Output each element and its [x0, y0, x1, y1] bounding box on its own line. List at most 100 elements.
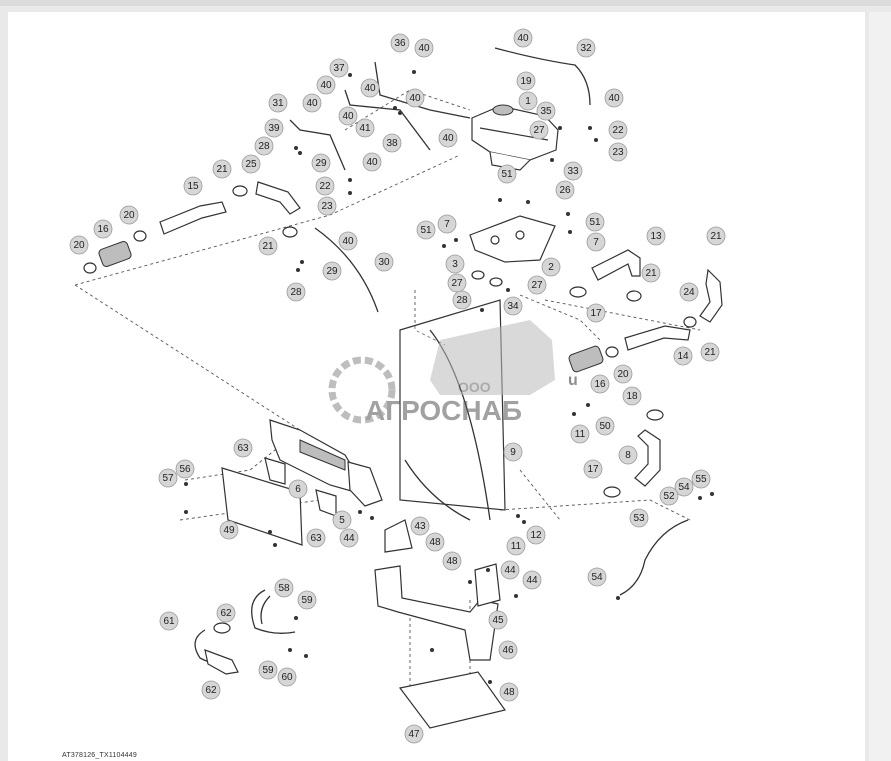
callout-number: 22 — [612, 125, 624, 136]
callout-59: 59 — [258, 660, 278, 680]
callout-11: 11 — [506, 536, 526, 556]
callout-bubble — [437, 214, 457, 234]
callout-bubble — [503, 442, 523, 462]
callout-number: 56 — [179, 464, 191, 475]
right-hoses — [568, 249, 723, 596]
callout-bubble — [673, 346, 693, 366]
callout-22: 22 — [608, 120, 628, 140]
callout-number: 2 — [548, 262, 554, 273]
callout-22: 22 — [315, 176, 335, 196]
fasteners — [184, 70, 714, 684]
callout-50: 50 — [595, 416, 615, 436]
callout-bubble — [119, 205, 139, 225]
callout-number: 53 — [633, 513, 645, 524]
callout-11: 11 — [570, 424, 590, 444]
callout-bubble — [374, 252, 394, 272]
callout-3: 3 — [445, 254, 465, 274]
callout-bubble — [425, 532, 445, 552]
callout-41: 41 — [355, 118, 375, 138]
callout-number: 34 — [507, 301, 519, 312]
callout-number: 1 — [525, 96, 531, 107]
callout-bubble — [201, 680, 221, 700]
callout-7: 7 — [437, 214, 457, 234]
scrollbar[interactable] — [869, 12, 891, 761]
callout-number: 21 — [216, 164, 228, 175]
callout-number: 33 — [567, 166, 579, 177]
air-guide — [221, 419, 413, 553]
callout-bubble — [586, 232, 606, 252]
left-hoses — [83, 181, 301, 274]
callout-bubble — [414, 38, 434, 58]
callout-bubble — [268, 93, 288, 113]
top-bar — [0, 0, 891, 6]
callout-number: 40 — [320, 80, 332, 91]
callout-21: 21 — [212, 159, 232, 179]
callout-bubble — [618, 445, 638, 465]
callout-28: 28 — [254, 136, 274, 156]
callout-bubble — [277, 667, 297, 687]
callout-number: 63 — [237, 443, 249, 454]
watermark-brand: АГРОСНАБ — [365, 395, 522, 426]
callout-21: 21 — [641, 263, 661, 283]
callout-40: 40 — [338, 231, 358, 251]
callout-number: 46 — [502, 645, 514, 656]
callout-32: 32 — [576, 38, 596, 58]
callout-59: 59 — [297, 590, 317, 610]
callout-bubble — [706, 226, 726, 246]
callout-number: 9 — [510, 447, 516, 458]
callout-number: 44 — [504, 565, 516, 576]
callout-number: 41 — [359, 123, 371, 134]
lower-frame — [374, 563, 507, 729]
callout-46: 46 — [498, 640, 518, 660]
callout-40: 40 — [414, 38, 434, 58]
callout-35: 35 — [536, 101, 556, 121]
callout-1: 1 — [518, 91, 538, 111]
callout-bubble — [608, 142, 628, 162]
callout-number: 27 — [451, 278, 463, 289]
callout-bubble — [158, 468, 178, 488]
callout-54: 54 — [674, 477, 694, 497]
callout-bubble — [529, 120, 549, 140]
callout-40: 40 — [338, 106, 358, 126]
callout-33: 33 — [563, 161, 583, 181]
callout-number: 25 — [245, 159, 257, 170]
callout-bubble — [219, 520, 239, 540]
callout-9: 9 — [503, 442, 523, 462]
callout-number: 51 — [501, 169, 513, 180]
callout-bubble — [339, 528, 359, 548]
callout-number: 11 — [575, 429, 586, 440]
callout-number: 45 — [492, 615, 504, 626]
callout-number: 50 — [599, 421, 611, 432]
callout-number: 44 — [343, 533, 355, 544]
callout-bubble — [590, 374, 610, 394]
callout-23: 23 — [317, 196, 337, 216]
callout-bubble — [338, 106, 358, 126]
callout-37: 37 — [329, 58, 349, 78]
callout-40: 40 — [604, 88, 624, 108]
callout-47: 47 — [404, 724, 424, 744]
callout-63: 63 — [306, 528, 326, 548]
callout-54: 54 — [587, 567, 607, 587]
callout-number: 39 — [268, 123, 280, 134]
callout-bubble — [302, 93, 322, 113]
callout-bubble — [382, 133, 402, 153]
callout-bubble — [311, 153, 331, 173]
callout-7: 7 — [586, 232, 606, 252]
callout-39: 39 — [264, 118, 284, 138]
callout-bubble — [445, 254, 465, 274]
callout-53: 53 — [629, 508, 649, 528]
callout-bubble — [497, 164, 517, 184]
callout-bubble — [315, 176, 335, 196]
callout-bubble — [212, 159, 232, 179]
mounting-bracket — [469, 215, 556, 287]
callout-bubble — [526, 525, 546, 545]
callout-number: 11 — [511, 541, 522, 552]
callout-24: 24 — [679, 282, 699, 302]
callout-bubble — [175, 459, 195, 479]
callout-bubble — [274, 578, 294, 598]
callout-16: 16 — [93, 219, 113, 239]
callout-number: 48 — [446, 556, 458, 567]
callout-number: 40 — [517, 33, 529, 44]
callout-8: 8 — [618, 445, 638, 465]
small-pipes — [194, 589, 296, 675]
